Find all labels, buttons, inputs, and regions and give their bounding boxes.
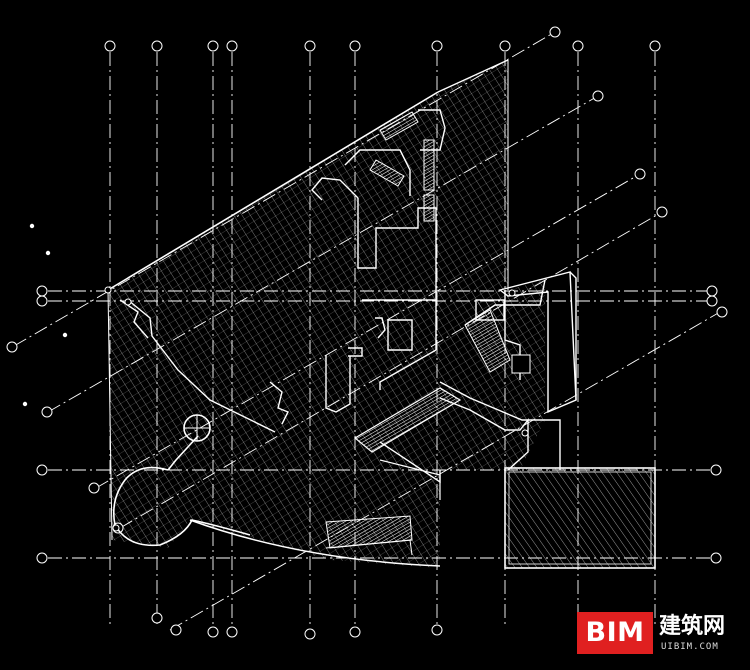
main-footprint-crosshatch [108, 60, 545, 565]
round-room [112, 414, 251, 547]
watermark-url: UIBIM.COM [661, 642, 719, 652]
watermark-badge: BIM [577, 612, 653, 654]
column-markers [104, 286, 529, 532]
grid-bubbles-side [36, 285, 722, 564]
building-footprint [107, 59, 545, 568]
watermark-logo: BIM 建筑网 UIBIM.COM [577, 612, 742, 654]
grid-bubbles-top [104, 40, 661, 52]
stair-diagonal [353, 387, 462, 500]
grid-markers-small [22, 223, 68, 407]
annex-block [504, 467, 656, 569]
stair-top [369, 111, 435, 222]
grid-bubbles-diagonal [6, 26, 728, 636]
watermark-title: 建筑网 [659, 614, 726, 639]
grid-bubbles-bottom [151, 612, 443, 640]
right-tower [439, 271, 577, 470]
stair-bottom [325, 515, 413, 556]
